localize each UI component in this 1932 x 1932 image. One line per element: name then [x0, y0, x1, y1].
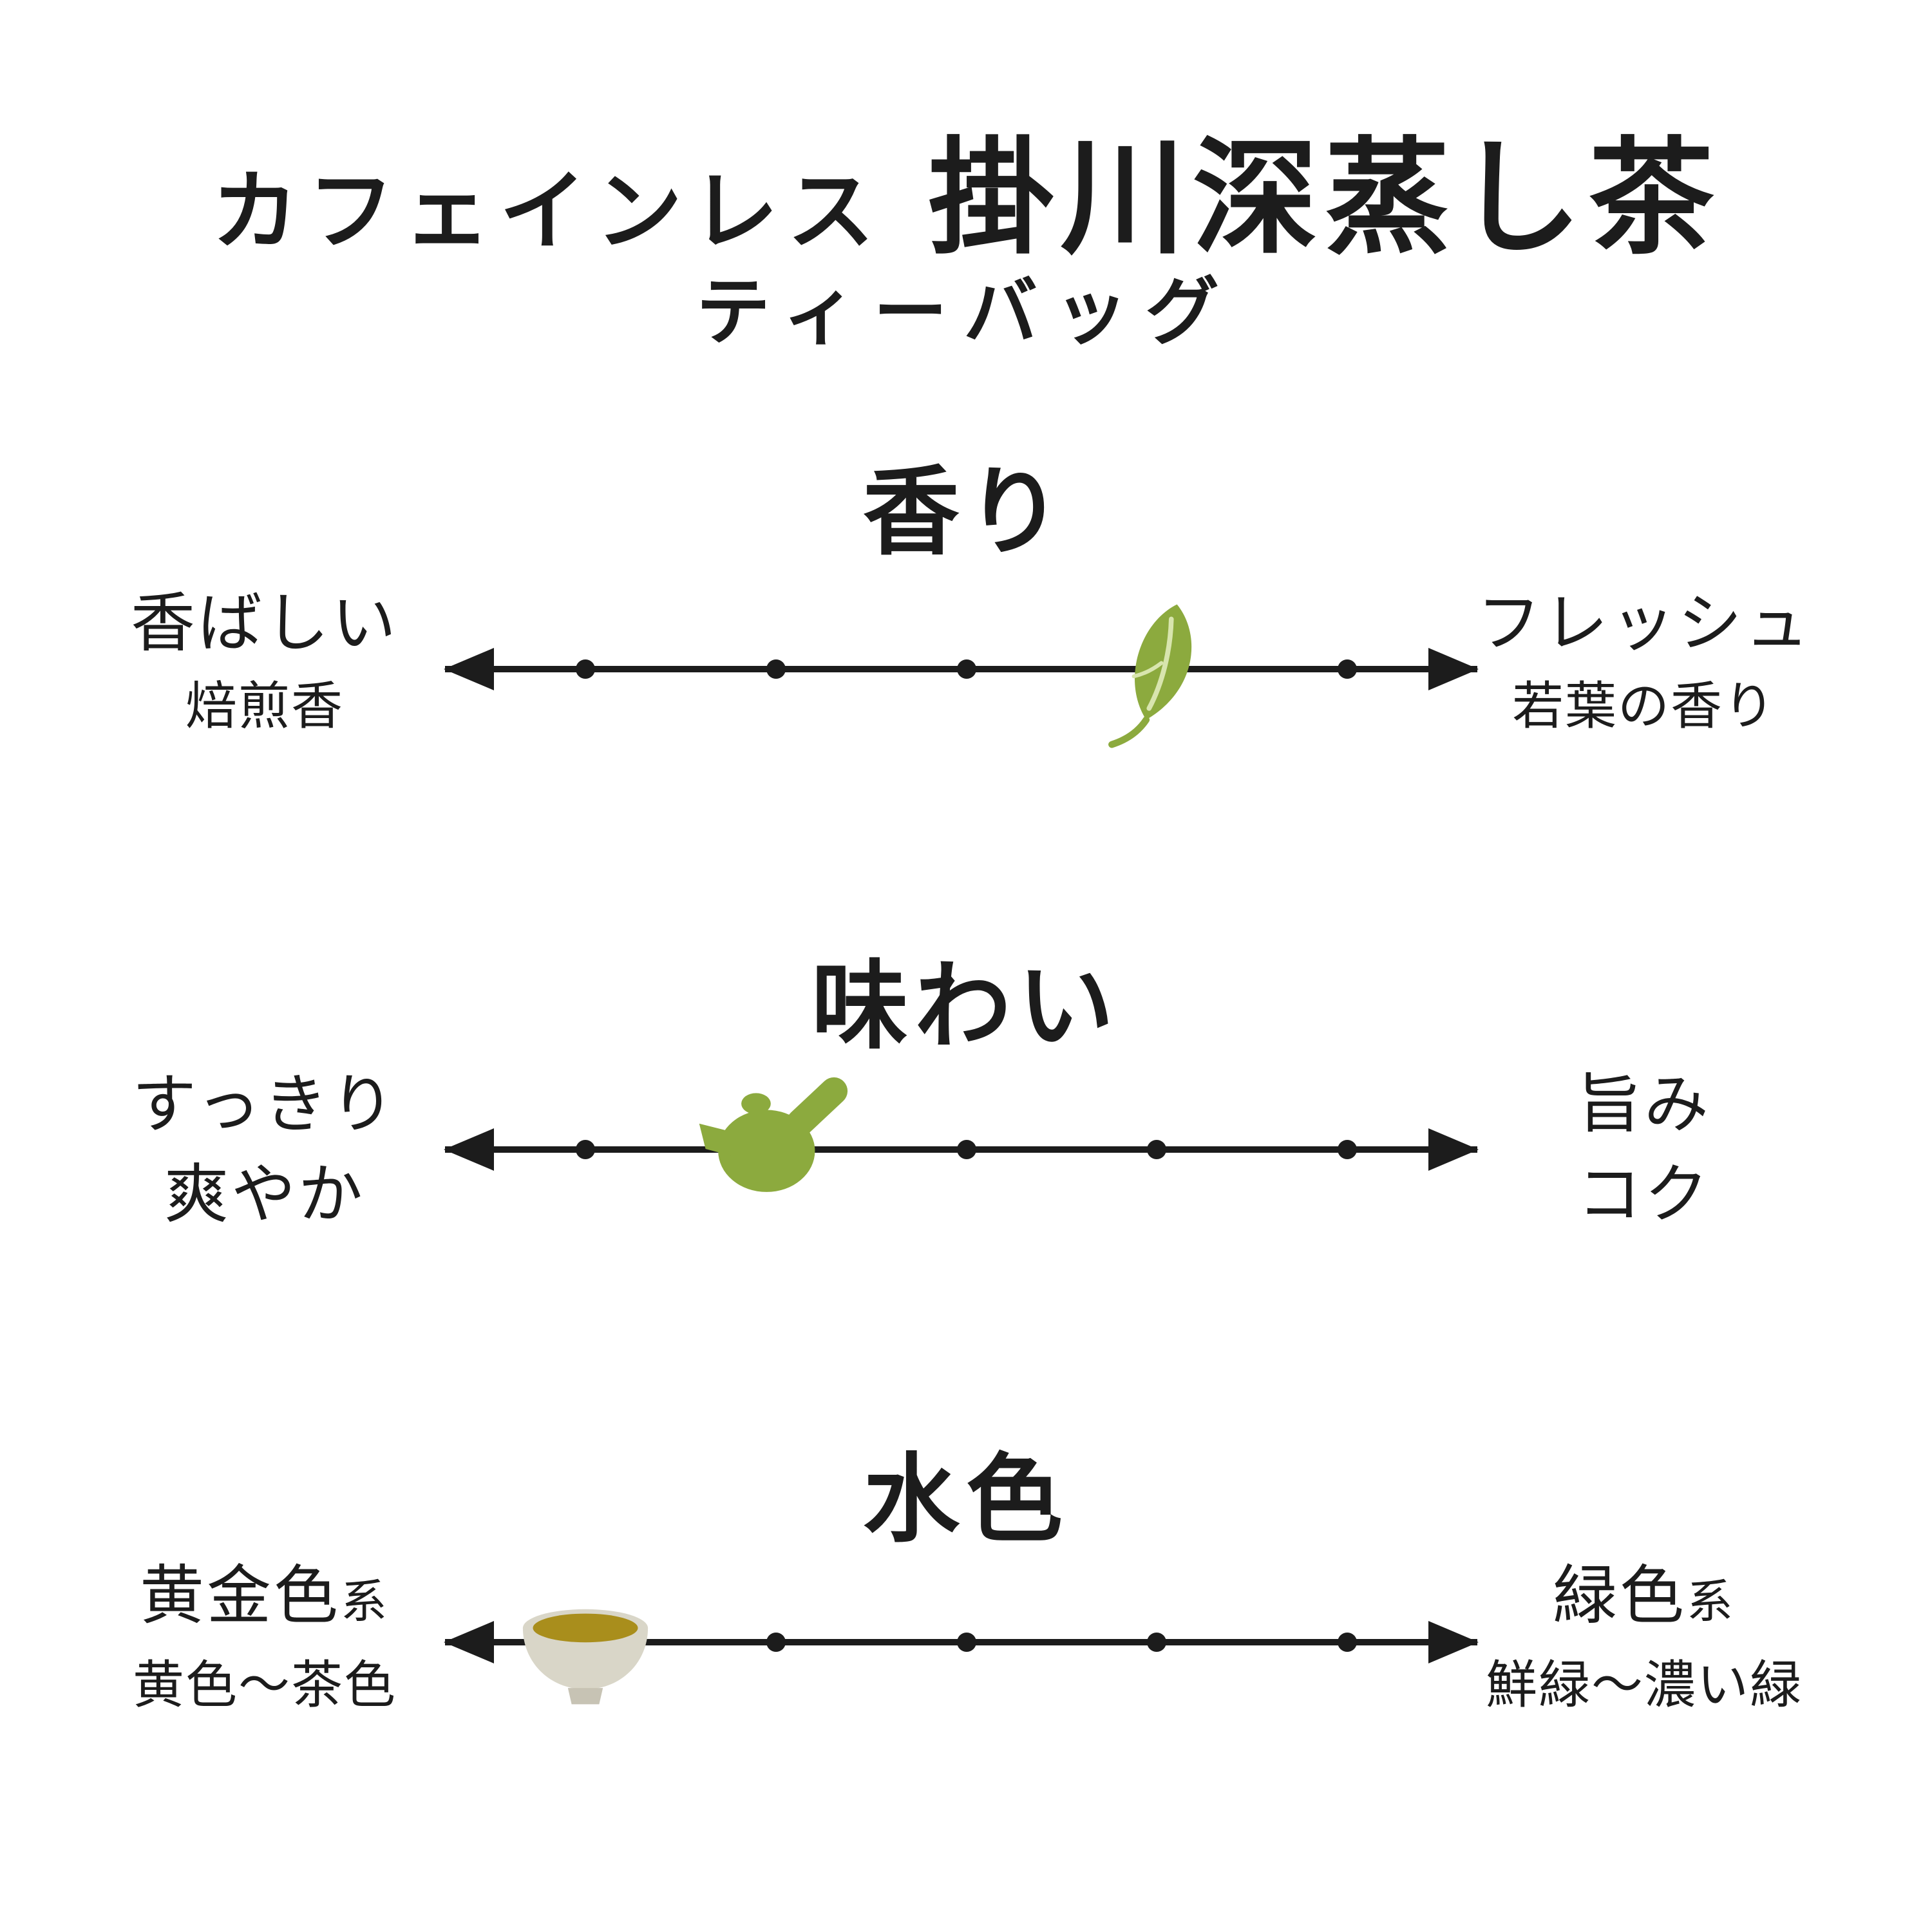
scale-dot: [576, 1140, 596, 1159]
scale-dot: [1337, 659, 1357, 679]
tea-leaf-icon: [1108, 598, 1206, 757]
cup-bowl: [523, 1627, 649, 1690]
left-label-line1: すっきり: [132, 1068, 397, 1141]
scale-right-label-color: 緑色系 鮮緑〜濃い緑: [1438, 1551, 1850, 1723]
scale-dot: [1147, 1140, 1167, 1159]
page-subtitle: ティーバッグ: [696, 272, 1236, 354]
arrow-right-icon: [1428, 1128, 1479, 1171]
scale-dot: [1147, 1633, 1167, 1652]
arrow-right-icon: [1428, 648, 1479, 690]
scale-left-label-aroma: 香ばしい 焙煎香: [59, 578, 471, 744]
scale-right-label-aroma: フレッシュ 若葉の香り: [1438, 578, 1850, 744]
right-label-suffix: 系: [1686, 1577, 1736, 1628]
left-label-line2: 爽やか: [164, 1159, 365, 1231]
teapot-body: [718, 1110, 815, 1192]
scale-dot: [766, 1633, 786, 1652]
left-label-main: 黄金色系: [139, 1560, 390, 1632]
left-label-sub: 焙煎香: [185, 677, 344, 735]
right-label-sub: 若葉の香り: [1512, 677, 1776, 735]
right-label-line1: 旨み: [1577, 1068, 1711, 1141]
leaf-stem: [1108, 716, 1150, 748]
scale-dot: [956, 1633, 976, 1652]
scale-heading-aroma: 香り: [862, 460, 1069, 567]
scale-left-label-color: 黄金色系 黄色〜茶色: [59, 1551, 471, 1723]
teapot-knob: [741, 1093, 771, 1115]
right-label-line2: コク: [1577, 1159, 1711, 1231]
arrow-right-icon: [1428, 1621, 1479, 1663]
arrow-left-icon: [444, 648, 494, 690]
arrow-left-icon: [444, 1621, 494, 1663]
scale-dot: [956, 1140, 976, 1159]
scale-right-label-taste: 旨み コク: [1438, 1059, 1850, 1240]
right-label-main: 緑色系: [1552, 1560, 1736, 1632]
right-label-sub: 鮮緑〜濃い緑: [1486, 1656, 1803, 1714]
leaf-vein: [1146, 616, 1174, 711]
scale-dot: [766, 659, 786, 679]
teapot-spout: [699, 1123, 733, 1157]
cup-foot: [567, 1688, 603, 1705]
page-title-name: 掛川深蒸し茶: [928, 130, 1721, 269]
scale-dot: [1337, 1633, 1357, 1652]
scale-dot: [956, 659, 976, 679]
cup-tea-surface: [533, 1613, 638, 1643]
page-title-prefix: カフェインレス: [211, 165, 884, 261]
scale-heading-liquor-color: 水色: [862, 1447, 1069, 1554]
scale-heading-taste: 味わい: [811, 954, 1121, 1061]
left-label-sub: 黄色〜茶色: [133, 1656, 397, 1714]
left-label-suffix: 系: [340, 1577, 390, 1628]
scale-left-label-taste: すっきり 爽やか: [59, 1059, 471, 1240]
teapot-icon: [697, 1074, 855, 1200]
arrow-left-icon: [444, 1128, 494, 1171]
scale-dot: [576, 659, 596, 679]
teapot-handle: [786, 1077, 848, 1137]
leaf-body: [1135, 604, 1192, 720]
page-title: カフェインレス 掛川深蒸し茶: [0, 97, 1932, 278]
right-label-main: フレッシュ: [1477, 587, 1812, 659]
leaf-vein-branch: [1132, 661, 1164, 679]
scale-dot: [1337, 1140, 1357, 1159]
teacup-icon: [516, 1583, 654, 1712]
left-label-main: 香ばしい: [131, 587, 399, 659]
